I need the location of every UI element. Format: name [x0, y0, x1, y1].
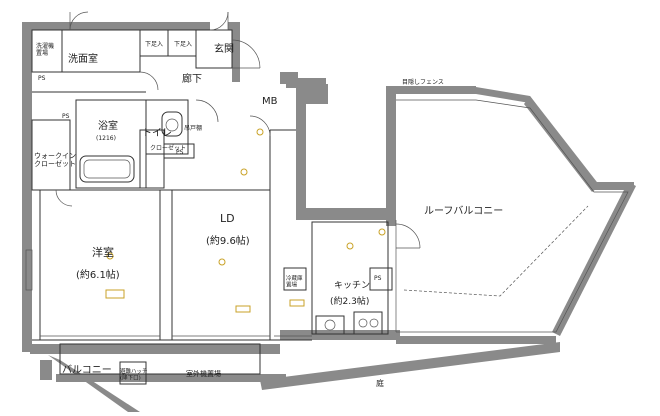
washer-space-label: 洗濯機置場 [36, 42, 54, 57]
entrance-label: 玄関 [214, 42, 234, 55]
fixtures [25, 111, 386, 337]
bathroom-label: 浴室 [98, 119, 118, 132]
outdoor-unit-label: 室外機置場 [186, 369, 221, 378]
mb-label: MB [262, 96, 278, 107]
kitchen-storage-label: 冷蔵庫置場 [286, 274, 303, 288]
roof-balcony-outline [395, 99, 629, 333]
garden-label: 庭 [376, 378, 384, 388]
exterior-walls [22, 22, 636, 412]
toilet-label: トイレ [142, 128, 172, 139]
western-room-size-label: (約6.1帖) [76, 268, 120, 281]
ps-label-2: PS [62, 113, 70, 120]
toilet-bowl [161, 111, 183, 137]
stove [353, 311, 383, 335]
western-room-label: 洋室 [92, 245, 114, 259]
kitchen-label: キッチン [334, 280, 370, 291]
roof-balcony-label: ルーフバルコニー [424, 205, 503, 217]
fence-label: 目隠しフェンス [402, 78, 444, 86]
washroom-label: 洗面室 [68, 52, 98, 65]
walkin-closet-label: ウォークインクローゼット [34, 152, 76, 168]
window-west [25, 249, 33, 291]
ps-label-1: PS [38, 75, 46, 82]
bathtub [79, 155, 135, 183]
kitchen-size-label: (約2.3帖) [330, 295, 369, 307]
ld-label: LD [220, 212, 235, 225]
shoe-storage-label-1: 下足入 [145, 41, 163, 48]
ps-label-3: PS [176, 149, 184, 156]
interior-walls [31, 29, 393, 385]
labels: 洗濯機置場 洗面室 下足入 下足入 玄関 廊下 MB 浴室 (1216) トイレ… [34, 41, 503, 388]
bathroom-size-label: (1216) [96, 135, 116, 142]
closet-label: クローゼット [150, 144, 186, 152]
escape-hatch-label: 避難ハッチ(降下口) [120, 367, 148, 381]
toilet-cabinet-label: 吊戸棚 [184, 124, 202, 132]
shoe-storage-label-2: 下足入 [174, 41, 192, 48]
doors [55, 11, 421, 249]
balcony-label: バルコニー [62, 364, 112, 376]
ld-size-label: (約9.6帖) [206, 234, 250, 247]
hallway-label: 廊下 [182, 72, 202, 85]
sink [315, 315, 345, 335]
ps-label-4: PS [374, 275, 382, 282]
